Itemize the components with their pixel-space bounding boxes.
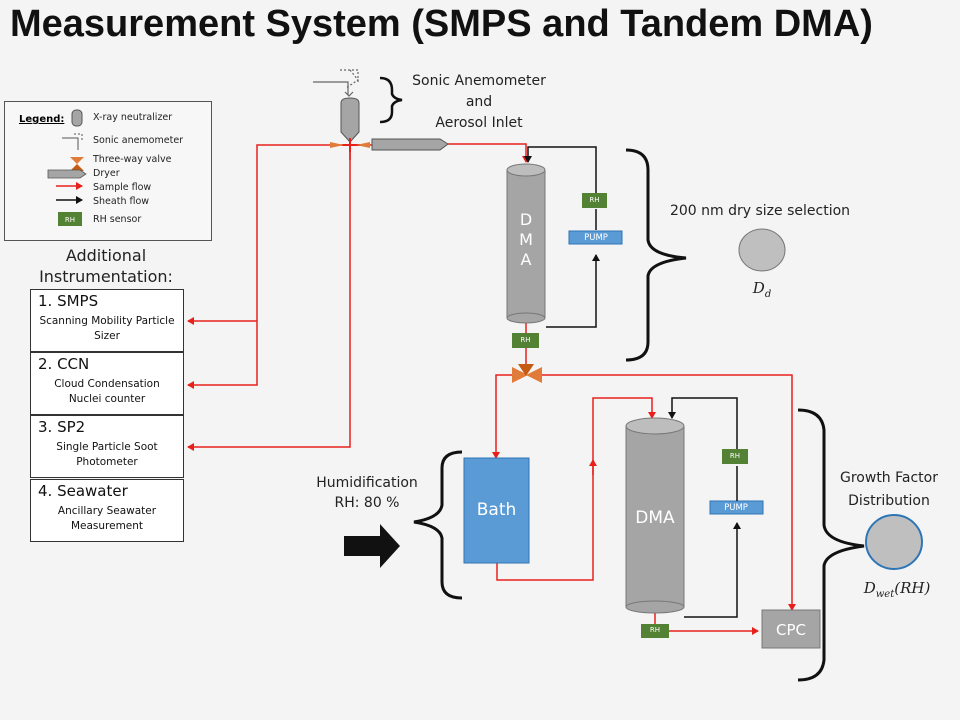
pump-2-label: PUMP [724, 503, 748, 513]
rh-sensor-1-label: RH [589, 196, 600, 204]
bath-label: Bath [476, 500, 517, 520]
dry-size-label: 200 nm dry size selection [669, 203, 851, 219]
pump-1-box [568, 230, 623, 245]
legend-item-sample-flow: Sample flow [93, 182, 152, 193]
dma-2 [625, 417, 685, 614]
sonic-anemometer-icon [62, 133, 83, 150]
dry-particle [738, 228, 786, 272]
rh-sensor-1 [582, 193, 607, 208]
instrument-desc: Cloud Condensation Nuclei counter [54, 378, 160, 405]
inlet-valve-icon [330, 142, 370, 148]
three-way-valve-icon [70, 157, 84, 171]
legend-item-dryer: Dryer [93, 168, 120, 179]
instrument-ccn: 2. CCN Cloud Condensation Nuclei counter [30, 352, 184, 415]
instrument-name: 2. CCN [38, 355, 90, 373]
legend-item-rh: RH sensor [93, 214, 142, 225]
instrument-name: 3. SP2 [38, 418, 86, 436]
instrument-sp2: 3. SP2 Single Particle Soot Photometer [30, 415, 184, 478]
sheath-flow-loop-2 [668, 397, 741, 618]
bath [463, 457, 530, 564]
rh-sensor-icon: RH [58, 212, 82, 226]
humidification-label: Humidification RH: 80 % [316, 475, 418, 511]
rh-tag-text: RH [65, 216, 75, 224]
dryer-icon [47, 169, 87, 179]
growth-factor-label: Growth Factor Distribution [840, 470, 938, 509]
rh-sensor-3 [722, 449, 748, 464]
dma1-label: D M A [519, 210, 533, 269]
humidification-arrow [344, 524, 400, 568]
sonic-brace [379, 76, 403, 124]
legend-title: Legend: [19, 114, 65, 125]
dma1-brace [625, 148, 687, 362]
sonic-anemometer-symbol [313, 69, 359, 97]
page-title: Measurement System (SMPS and Tandem DMA) [10, 3, 873, 45]
legend-item-xray: X-ray neutralizer [93, 112, 173, 123]
legend-box: Legend: X-ray neutralizer Sonic anemomet… [4, 101, 212, 241]
legend-item-sheath-flow: Sheath flow [93, 196, 150, 207]
dma2-label: DMA [635, 508, 675, 528]
legend-item-valve: Three-way valve [93, 154, 172, 165]
instrument-desc: Single Particle Soot Photometer [56, 441, 158, 468]
dma-1 [506, 163, 546, 324]
rh-sensor-3-label: RH [729, 452, 741, 460]
sheath-flow-loop-1 [524, 146, 600, 328]
instrument-name: 1. SMPS [38, 292, 99, 310]
rh-sensor-2-label: RH [520, 336, 531, 344]
growth-brace [797, 408, 865, 682]
dwet-symbol: Dwet(RH) [863, 579, 931, 600]
legend-item-sonic: Sonic anemometer [93, 135, 184, 146]
sample-flow-lines [187, 142, 796, 635]
wet-particle [865, 514, 923, 570]
cpc [761, 609, 821, 649]
rh-sensor-4 [641, 624, 669, 638]
instrument-seawater: 4. Seawater Ancillary Seawater Measureme… [30, 479, 184, 542]
instrument-desc: Ancillary Seawater Measurement [57, 505, 157, 532]
pump-1-label: PUMP [584, 233, 608, 243]
humidification-brace [413, 450, 463, 600]
three-way-valve [512, 364, 542, 383]
additional-instrumentation-title: Additional Instrumentation: [39, 246, 173, 286]
xray-neutralizer-icon [71, 109, 83, 127]
dd-symbol: Dd [752, 279, 772, 300]
cpc-label: CPC [776, 621, 806, 639]
dryer [371, 138, 449, 151]
sonic-anemometer-label: Sonic Anemometer and Aerosol Inlet [412, 73, 546, 131]
instrument-name: 4. Seawater [38, 482, 128, 500]
legend-icons: RH [47, 109, 87, 226]
instrument-desc: Scanning Mobility Particle Sizer [39, 315, 175, 342]
aerosol-inlet-neutralizer [340, 97, 360, 143]
rh-sensor-2 [512, 333, 539, 348]
rh-sensor-4-label: RH [649, 626, 661, 634]
instrument-smps: 1. SMPS Scanning Mobility Particle Sizer [30, 289, 184, 352]
